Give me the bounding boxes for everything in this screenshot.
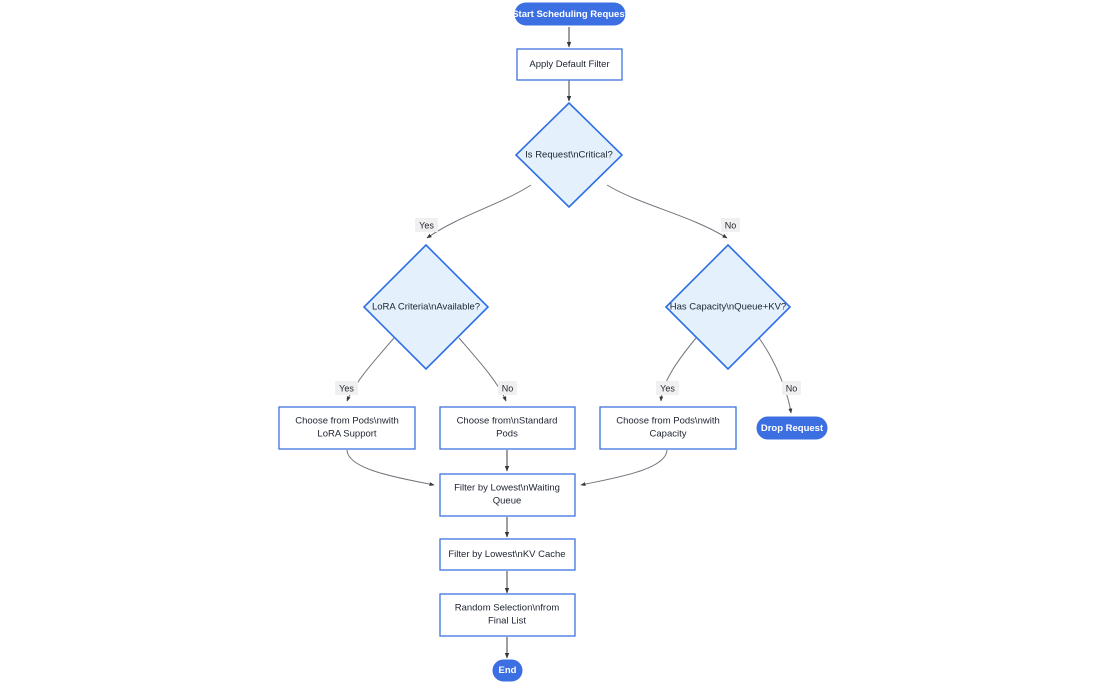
choose-pods-capacity-label-line1: Choose from Pods\nwith	[616, 416, 720, 427]
node-start[interactable]: Start Scheduling Request	[512, 2, 629, 26]
edge-label-critical-yes: Yes	[419, 220, 434, 230]
node-lora-criteria-available[interactable]: LoRA Criteria\nAvailable?	[362, 243, 490, 371]
choose-standard-pods-shape	[439, 406, 576, 450]
filter-waiting-queue-shape	[439, 473, 576, 517]
edge-label-capacity-yes: Yes	[660, 383, 675, 393]
choose-pods-lora-label-line2: LoRA Support	[317, 429, 377, 440]
edges-group	[346, 27, 793, 659]
node-choose-pods-lora[interactable]: Choose from Pods\nwith LoRA Support	[278, 406, 416, 450]
edge-label-bg-capacity-no	[782, 381, 801, 395]
choose-pods-capacity-label-line2: Capacity	[650, 429, 687, 440]
node-is-request-critical[interactable]: Is Request\nCritical?	[514, 101, 624, 209]
edge-label-bg-lora-no	[498, 381, 517, 395]
random-selection-label-line1: Random Selection\nfrom	[455, 603, 560, 614]
edge-critical-yes-to-lora	[426, 184, 532, 239]
choose-pods-lora-label-line1: Choose from Pods\nwith	[295, 416, 399, 427]
edge-choose-capacity-to-filter-queue	[580, 449, 668, 487]
filter-kv-cache-label: Filter by Lowest\nKV Cache	[448, 549, 565, 560]
is-request-critical-label: Is Request\nCritical?	[525, 150, 613, 161]
edge-label-lora-no: No	[502, 383, 514, 393]
edge-label-bg-capacity-yes	[656, 381, 679, 395]
has-capacity-shape	[664, 243, 792, 371]
edge-label-lora-yes: Yes	[339, 383, 354, 393]
filter-kv-cache-shape	[439, 538, 576, 571]
start-label: Start Scheduling Request	[512, 9, 628, 20]
edge-label-capacity-no: No	[786, 383, 798, 393]
lora-criteria-available-shape	[362, 243, 490, 371]
end-label: End	[499, 665, 517, 676]
edge-lora-no-to-standard	[458, 337, 507, 402]
drop-request-pill-shape	[756, 416, 828, 440]
apply-default-filter-label: Apply Default Filter	[529, 59, 609, 70]
node-drop-request[interactable]: Drop Request	[756, 416, 828, 440]
drop-request-label: Drop Request	[761, 423, 824, 434]
node-apply-default-filter[interactable]: Apply Default Filter	[516, 48, 623, 81]
choose-pods-capacity-shape	[599, 406, 737, 450]
apply-default-filter-shape	[516, 48, 623, 81]
node-choose-pods-capacity[interactable]: Choose from Pods\nwith Capacity	[599, 406, 737, 450]
is-request-critical-shape	[514, 101, 624, 209]
edge-label-bg-critical-yes	[415, 218, 438, 232]
edge-capacity-no-to-drop	[758, 337, 793, 414]
node-filter-waiting-queue[interactable]: Filter by Lowest\nWaiting Queue	[439, 473, 576, 517]
choose-standard-pods-label-line2: Pods	[496, 429, 518, 440]
edge-capacity-yes-to-choose-capacity	[659, 337, 697, 402]
edge-label-bg-lora-yes	[335, 381, 358, 395]
has-capacity-label: Has Capacity\nQueue+KV?	[670, 302, 786, 313]
choose-pods-lora-shape	[278, 406, 416, 450]
node-filter-kv-cache[interactable]: Filter by Lowest\nKV Cache	[439, 538, 576, 571]
filter-waiting-queue-label-line2: Queue	[493, 496, 522, 507]
start-pill-shape	[514, 2, 626, 26]
edge-choose-lora-to-filter-queue	[346, 449, 435, 487]
node-random-selection[interactable]: Random Selection\nfrom Final List	[439, 593, 576, 637]
lora-criteria-available-label: LoRA Criteria\nAvailable?	[372, 302, 480, 313]
edge-labels-group: Yes No Yes No Yes No	[335, 218, 801, 395]
node-has-capacity[interactable]: Has Capacity\nQueue+KV?	[664, 243, 792, 371]
node-choose-standard-pods[interactable]: Choose from\nStandard Pods	[439, 406, 576, 450]
node-end[interactable]: End	[492, 659, 523, 682]
filter-waiting-queue-label-line1: Filter by Lowest\nWaiting	[454, 483, 560, 494]
edge-lora-yes-to-choose-lora	[346, 337, 395, 402]
end-pill-shape	[492, 659, 523, 682]
random-selection-shape	[439, 593, 576, 637]
edge-label-bg-critical-no	[721, 218, 740, 232]
choose-standard-pods-label-line1: Choose from\nStandard	[457, 416, 558, 427]
edge-critical-no-to-capacity	[606, 184, 728, 239]
random-selection-label-line2: Final List	[488, 616, 526, 627]
edge-label-critical-no: No	[725, 220, 737, 230]
